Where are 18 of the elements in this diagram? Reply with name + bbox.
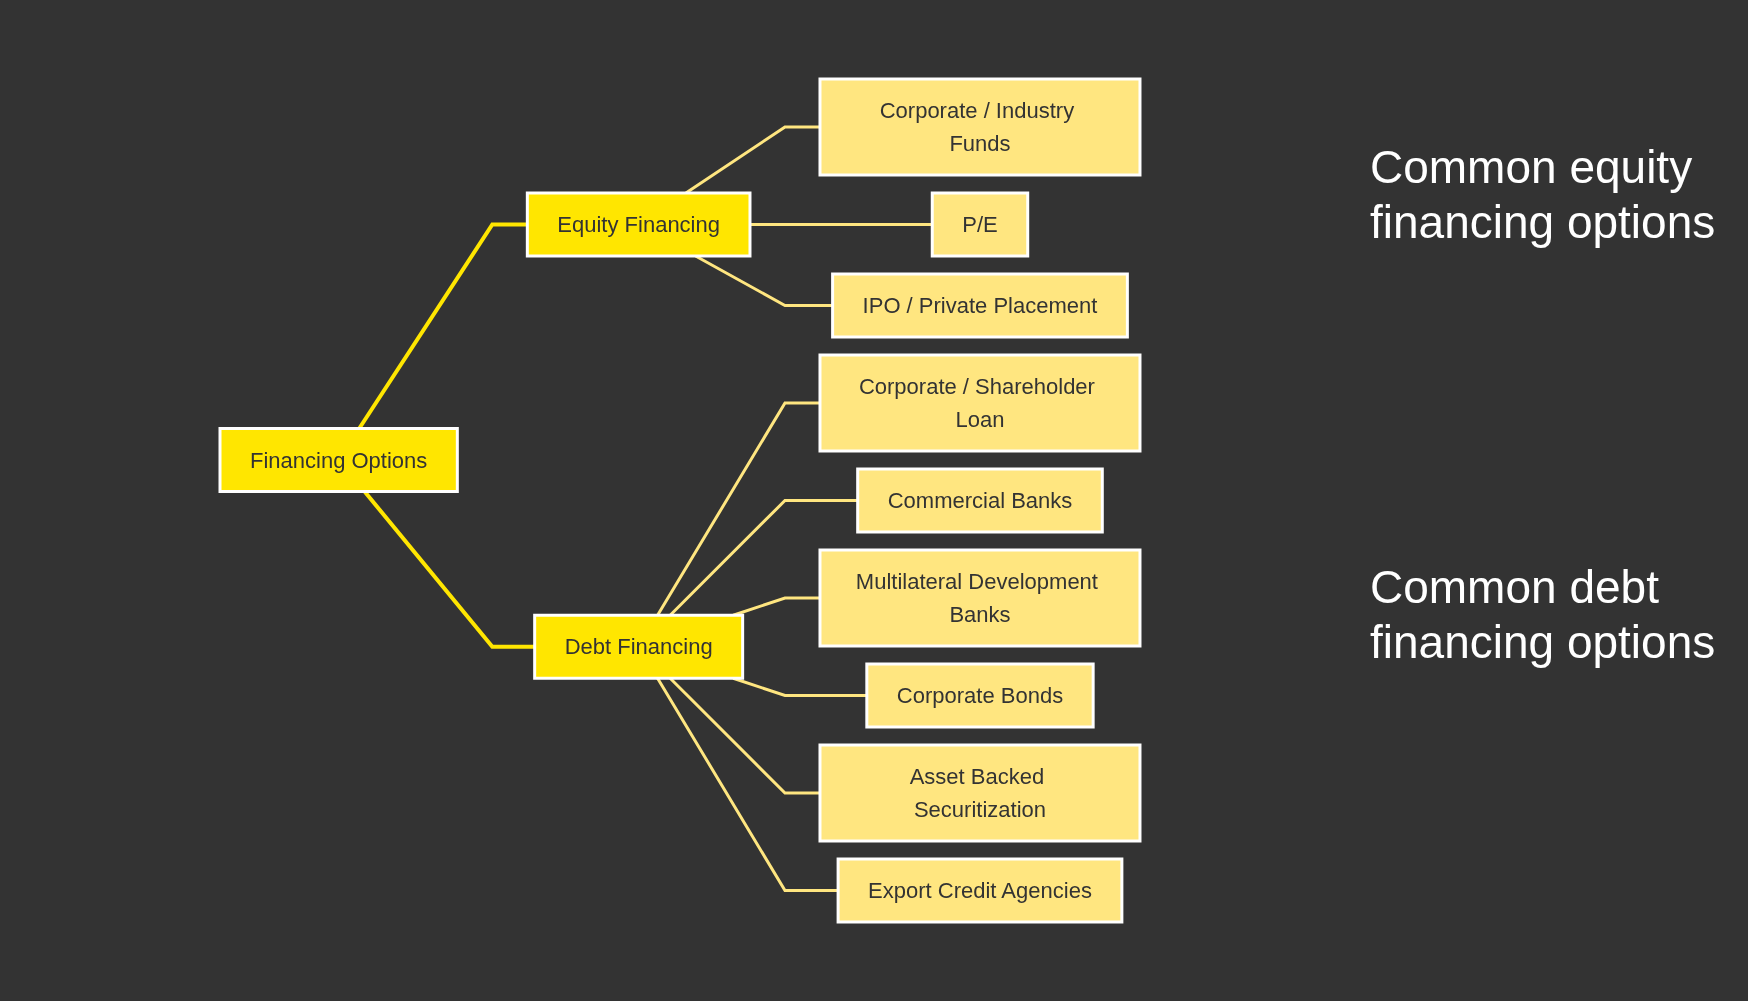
connector (732, 596, 820, 617)
bracket-note: Common equity financing options (1370, 140, 1717, 251)
connector (656, 401, 820, 617)
bracket-note: Common debt financing options (1370, 560, 1717, 671)
node-box: Export Credit Agencies (836, 857, 1124, 924)
node-box: Equity Financing (525, 191, 752, 258)
node-box: P/E (930, 191, 1030, 258)
node-box: Corporate / Shareholder Loan (818, 353, 1142, 453)
connector (750, 223, 933, 226)
node-box: Financing Options (218, 427, 459, 493)
node-box: Multilateral Development Banks (818, 548, 1142, 648)
node-box: Commercial Banks (856, 467, 1104, 534)
node-box: Corporate / Industry Funds (818, 77, 1142, 177)
connector (669, 499, 858, 617)
node-box: Asset Backed Securitization (818, 743, 1142, 843)
node-box: IPO / Private Placement (831, 272, 1129, 339)
node-box: Debt Financing (533, 613, 745, 680)
node-box: Corporate Bonds (865, 662, 1095, 729)
